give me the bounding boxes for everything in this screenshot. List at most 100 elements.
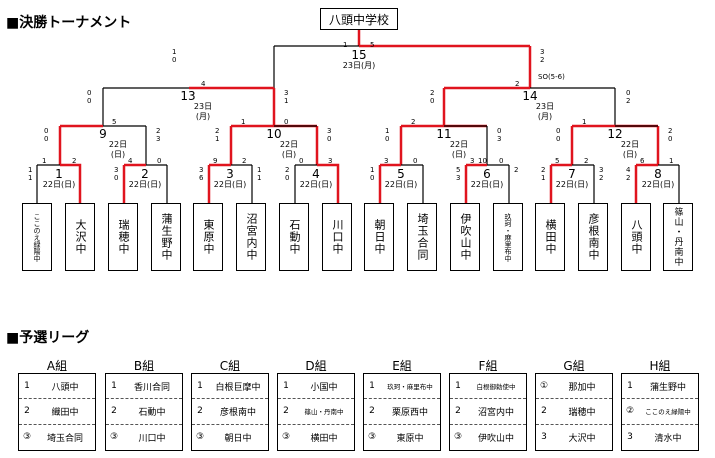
group-row: 2 石動中	[106, 399, 182, 425]
match-number: 5	[397, 167, 405, 181]
score-label: 3 6	[199, 166, 204, 182]
team-name: 川口中	[138, 433, 166, 444]
score-label: 10	[478, 157, 487, 165]
team-name: 清水中	[654, 433, 682, 444]
score-label: 2	[72, 157, 77, 165]
match-date: 22日(日)	[213, 180, 247, 189]
match-date: 22日(日)	[449, 140, 469, 159]
group-row: 2 瑞穂中	[536, 399, 612, 425]
rank: ③	[453, 432, 463, 443]
team-name: 那加中	[568, 382, 596, 393]
rank: 2	[283, 406, 289, 417]
team-box: 横田中	[535, 203, 565, 271]
group-row: 2 彦根南中	[192, 399, 268, 425]
score-label: 1	[42, 157, 47, 165]
score-label: 1 0	[172, 48, 177, 64]
team-name: 伊吹山中	[477, 433, 514, 444]
match-date: 22日(日)	[641, 180, 675, 189]
group-title: E組	[392, 359, 412, 373]
match-number: 3	[226, 167, 234, 181]
team-name: 八頭中	[51, 382, 79, 393]
group-title: B組	[133, 359, 155, 373]
score-label: 0	[299, 157, 304, 165]
score-label: 6	[640, 157, 645, 165]
rank: 1	[283, 381, 289, 392]
match-number: 10	[266, 127, 282, 141]
match-date: 22日(日)	[620, 140, 640, 159]
team-name: ここのえ緑陽中	[645, 408, 691, 417]
group-row: ③ 伊吹山中	[450, 425, 526, 450]
rank: 2	[197, 406, 203, 417]
score-label: 2	[515, 80, 520, 88]
rank: 2	[111, 406, 117, 417]
prelim-league-heading: ■予選リーグ	[6, 330, 90, 346]
team-box: 朝日中	[364, 203, 394, 271]
group-row: 2 織田中	[19, 399, 95, 425]
match-number: 1	[55, 167, 63, 181]
match-number: 12	[607, 127, 623, 141]
team-box: 大沢中	[65, 203, 95, 271]
score-label: 4	[201, 80, 206, 88]
score-label: 2 3	[156, 127, 161, 143]
team-name: 石動中	[138, 407, 166, 418]
score-label: 3 1	[284, 89, 289, 105]
rank: 2	[455, 406, 461, 417]
rank: 1	[197, 381, 203, 392]
match-number: 14	[522, 89, 538, 103]
team-name: 小国中	[310, 382, 338, 393]
match-number: 6	[483, 167, 491, 181]
rank: ①	[539, 381, 549, 392]
team-name: 瑞穂中	[568, 407, 596, 418]
match-number: 8	[654, 167, 662, 181]
score-label: 2	[242, 157, 247, 165]
group-title: A組	[46, 359, 68, 373]
team-box: 埼玉合同	[407, 203, 437, 271]
match-date: 23日(月)	[535, 102, 555, 121]
team-box: 瑞穂中	[108, 203, 138, 271]
score-label: 3 0	[114, 166, 119, 182]
match-date: 22日(日)	[299, 180, 333, 189]
match-number: 7	[568, 167, 576, 181]
score-label: 3 2	[540, 48, 545, 64]
score-label: 1 1	[28, 166, 33, 182]
champion-box: 八頭中学校	[320, 8, 398, 30]
score-label: 0 3	[497, 127, 502, 143]
match-number: 15	[351, 48, 367, 62]
team-box: 蒲生野中	[151, 203, 181, 271]
score-label: 5	[370, 41, 375, 49]
rank: 1	[24, 381, 30, 392]
rank: 2	[24, 406, 30, 417]
rank: ③	[281, 432, 291, 443]
score-label: 1	[669, 157, 674, 165]
rank: 1	[369, 381, 375, 392]
team-box: 伊吹山中	[450, 203, 480, 271]
team-box: 篠山・丹南中	[663, 203, 693, 271]
score-label: 1	[241, 118, 246, 126]
team-name: 織田中	[51, 407, 79, 418]
score-label: 2 1	[215, 127, 220, 143]
team-box: 玖珂・麻里布中	[493, 203, 523, 271]
rank: ②	[625, 406, 635, 417]
rank: 2	[541, 406, 547, 417]
team-name: 彦根南中	[219, 407, 256, 418]
